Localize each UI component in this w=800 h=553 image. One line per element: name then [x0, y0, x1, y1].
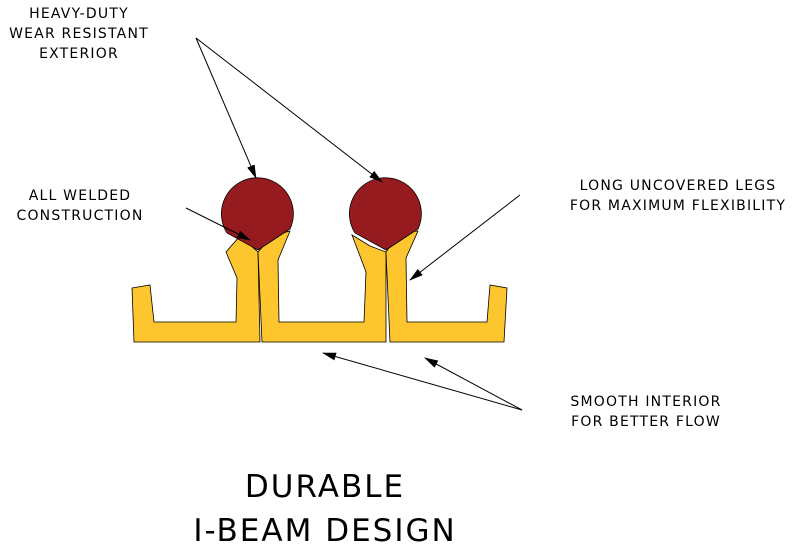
leader-legs [409, 194, 521, 281]
leader-welded [185, 207, 251, 241]
callout-interior-line: FOR BETTER FLOW [571, 414, 721, 430]
beam-middle-segment [257, 230, 387, 343]
leader-exterior-right [195, 37, 383, 183]
wear-cap-right [349, 177, 422, 251]
beam-right-segment [385, 230, 508, 343]
diagram-title-line: DURABLE [244, 469, 406, 505]
callout-legs: LONG UNCOVERED LEGS FOR MAXIMUM FLEXIBIL… [560, 176, 796, 216]
leader-exterior-left [195, 37, 257, 179]
callout-welded: ALL WELDED CONSTRUCTION [8, 186, 152, 226]
callout-legs-line: LONG UNCOVERED LEGS [579, 178, 777, 194]
callout-exterior-line: HEAVY-DUTY [29, 6, 129, 22]
callout-exterior: HEAVY-DUTY WEAR RESISTANT EXTERIOR [4, 4, 154, 64]
callout-exterior-line: EXTERIOR [39, 46, 119, 62]
leader-interior-middle [322, 352, 523, 411]
callout-welded-line: CONSTRUCTION [16, 208, 144, 224]
diagram-title: DURABLE I-BEAM DESIGN [170, 465, 480, 553]
diagram-title-line: I-BEAM DESIGN [193, 513, 457, 549]
callout-legs-line: FOR MAXIMUM FLEXIBILITY [569, 198, 787, 214]
callout-interior: SMOOTH INTERIOR FOR BETTER FLOW [556, 392, 736, 432]
callout-interior-line: SMOOTH INTERIOR [570, 394, 722, 410]
callout-welded-line: ALL WELDED [28, 188, 132, 204]
leader-interior-right [424, 357, 523, 411]
callout-exterior-line: WEAR RESISTANT [9, 26, 149, 42]
beam-left-segment [131, 235, 261, 343]
